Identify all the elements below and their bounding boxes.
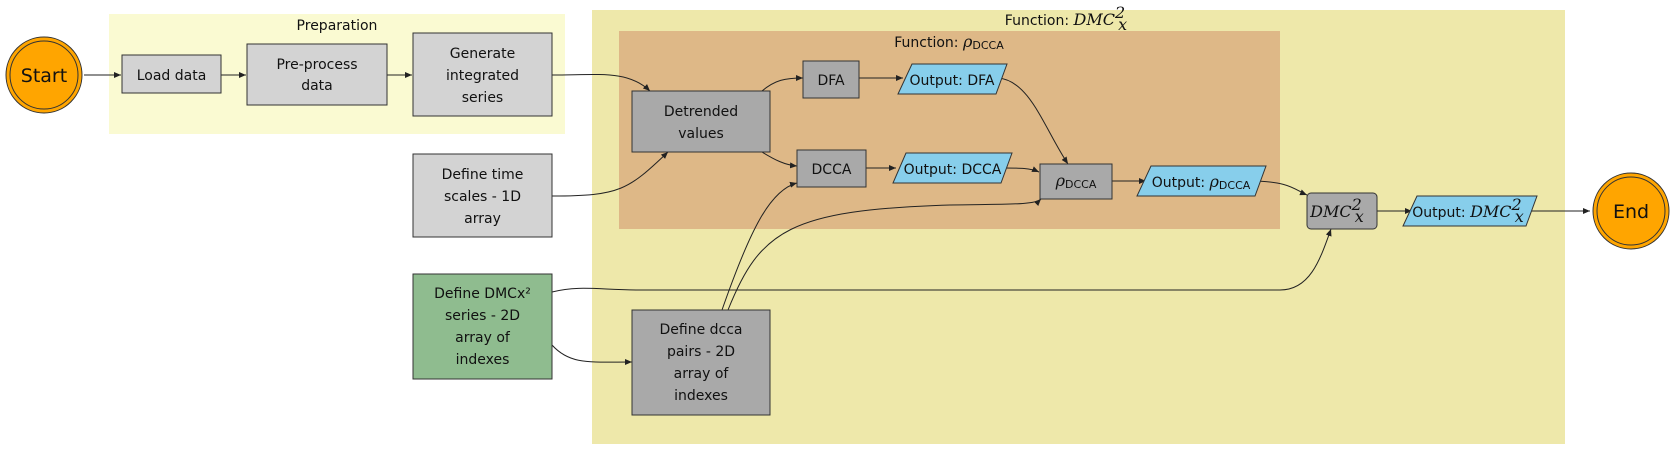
start-label: Start (21, 65, 67, 87)
output-rho-label: Output: ρDCCA (1152, 172, 1251, 192)
define-time-scales-label-3: array (464, 211, 501, 227)
define-time-scales-node: Define time scales - 1D array (412, 153, 553, 238)
generate-label-2: integrated (446, 68, 519, 84)
preprocess-label-1: Pre-process (276, 57, 357, 73)
output-dcca-node: Output: DCCA (892, 152, 1013, 184)
edge-dmcx2-dmc (551, 228, 1332, 293)
define-dmcx2-label-1: Define DMCx² (434, 286, 531, 302)
define-dcca-pairs-label-3: array of (674, 366, 730, 382)
define-dcca-pairs-label-1: Define dcca (659, 322, 742, 338)
generate-label-1: Generate (450, 46, 515, 62)
edge-pairs-dcca (721, 181, 798, 311)
edge-pairs-rho (727, 198, 1042, 311)
rho-dcca-label: ρDCCA (1055, 171, 1097, 191)
start-node: Start (5, 36, 83, 114)
end-node: End (1592, 172, 1670, 250)
define-dmcx2-node: Define DMCx² series - 2D array of indexe… (412, 273, 553, 380)
load-data-node: Load data (121, 54, 222, 94)
cluster-function-rho-title: Function: ρDCCA (894, 32, 1004, 52)
define-time-scales-label-1: Define time (442, 167, 524, 183)
edge-generate-detrended (551, 74, 651, 92)
dcca-label: DCCA (812, 162, 852, 178)
define-dmcx2-label-3: array of (455, 330, 511, 346)
rho-dcca-node: ρDCCA (1039, 163, 1113, 200)
define-dmcx2-label-4: indexes (456, 352, 510, 368)
dfa-label: DFA (817, 73, 845, 89)
define-dmcx2-label-2: series - 2D (445, 308, 520, 324)
define-dcca-pairs-label-2: pairs - 2D (667, 344, 735, 360)
define-dcca-pairs-node: Define dcca pairs - 2D array of indexes (631, 309, 771, 416)
detrended-node: Detrended values (631, 90, 771, 153)
detrended-label-1: Detrended (664, 104, 738, 120)
cluster-preparation-title: Preparation (297, 18, 378, 34)
generate-node: Generate integrated series (412, 32, 553, 117)
detrended-label-2: values (678, 126, 724, 142)
end-label: End (1613, 201, 1649, 223)
edge-outputdcca-rho (1003, 166, 1040, 173)
generate-label-3: series (462, 90, 503, 106)
define-time-scales-label-2: scales - 1D (444, 189, 521, 205)
dcca-node: DCCA (796, 149, 867, 188)
edge-dmcx2-pairs (551, 344, 633, 366)
preprocess-label-2: data (301, 78, 333, 94)
edge-detrended-dcca (761, 151, 798, 169)
edge-outputdfa-rho (997, 77, 1069, 165)
load-data-label: Load data (137, 68, 207, 84)
define-dcca-pairs-label-4: indexes (674, 388, 728, 404)
dfa-node: DFA (802, 60, 860, 99)
output-dcca-label: Output: DCCA (904, 162, 1002, 178)
preprocess-node: Pre-process data (246, 43, 388, 106)
output-dfa-node: Output: DFA (897, 63, 1008, 95)
edge-timescales-detrended (551, 151, 669, 197)
edge-detrended-dfa (761, 75, 804, 92)
output-dfa-label: Output: DFA (910, 73, 995, 89)
output-rho-node: Output: ρDCCA (1136, 165, 1267, 197)
